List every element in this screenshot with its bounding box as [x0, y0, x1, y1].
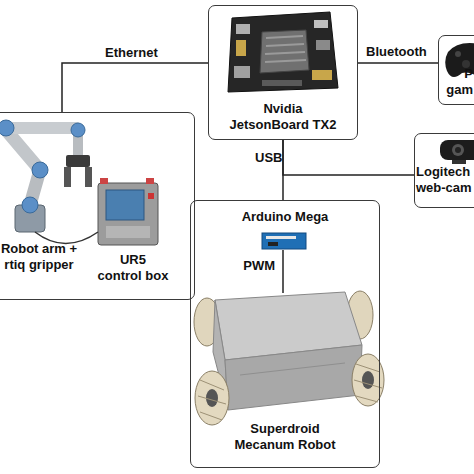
arduino-image [262, 233, 306, 249]
connection-label: Bluetooth [366, 44, 427, 60]
node-title: Robot arm + rtiq gripper [0, 241, 78, 273]
signal-label: PWM [239, 258, 275, 274]
node-title: P gam [443, 66, 473, 98]
control-box-image [98, 178, 158, 245]
robot-arm-box: Robot arm + rtiq gripper UR5 control box [0, 112, 195, 300]
device-box: Logitech web-cam [414, 133, 474, 208]
node-title: Superdroid Mecanum Robot [230, 421, 340, 453]
mecanum-robot-image [194, 291, 384, 425]
node-title: Logitech web-cam [416, 164, 473, 196]
part-label: Arduino Mega [230, 209, 340, 225]
connector [358, 62, 438, 64]
connection-label: USB [255, 150, 282, 166]
node-title: Nvidia JetsonBoard TX2 [228, 101, 338, 133]
connector [62, 63, 208, 112]
processor-box: Nvidia JetsonBoard TX2 [208, 5, 358, 140]
connection-label: Ethernet [105, 45, 158, 61]
device-box: P gam [438, 35, 474, 105]
connector [283, 140, 414, 175]
jetson-board-image [228, 12, 338, 92]
webcam-image [440, 140, 474, 164]
pwm-wire [282, 250, 284, 293]
part-label: UR5 control box [97, 252, 169, 284]
robot-arm-image [0, 120, 92, 232]
mobile-base-box: Arduino MegaPWM Superdroid Mecanum Robot [190, 200, 380, 468]
